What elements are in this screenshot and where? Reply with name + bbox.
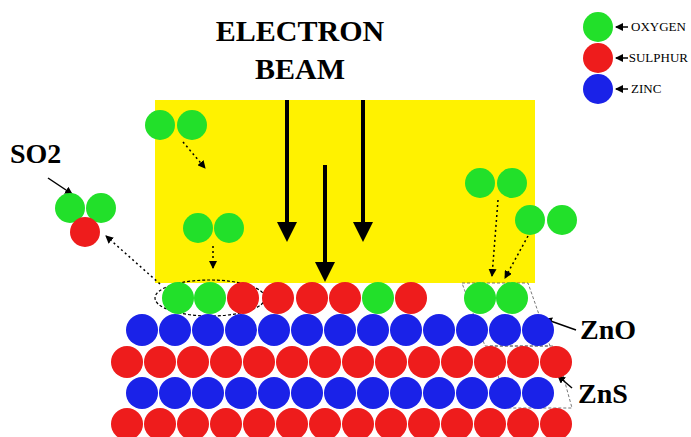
beam-arrows xyxy=(287,100,363,278)
diagram-title: ELECTRON BEAM xyxy=(200,12,400,88)
legend-swatch xyxy=(583,74,613,104)
species-label: ZnS xyxy=(578,378,628,410)
species-label: SO2 xyxy=(10,138,61,170)
atoms xyxy=(55,110,577,437)
legend-text: SULPHUR xyxy=(629,50,688,66)
legend-text: OXYGEN xyxy=(631,19,686,35)
legend-swatch xyxy=(583,43,613,73)
legend-text: ZINC xyxy=(631,81,661,97)
species-label: ZnO xyxy=(580,314,636,346)
legend-swatch xyxy=(583,12,613,42)
beam-region xyxy=(155,100,535,283)
